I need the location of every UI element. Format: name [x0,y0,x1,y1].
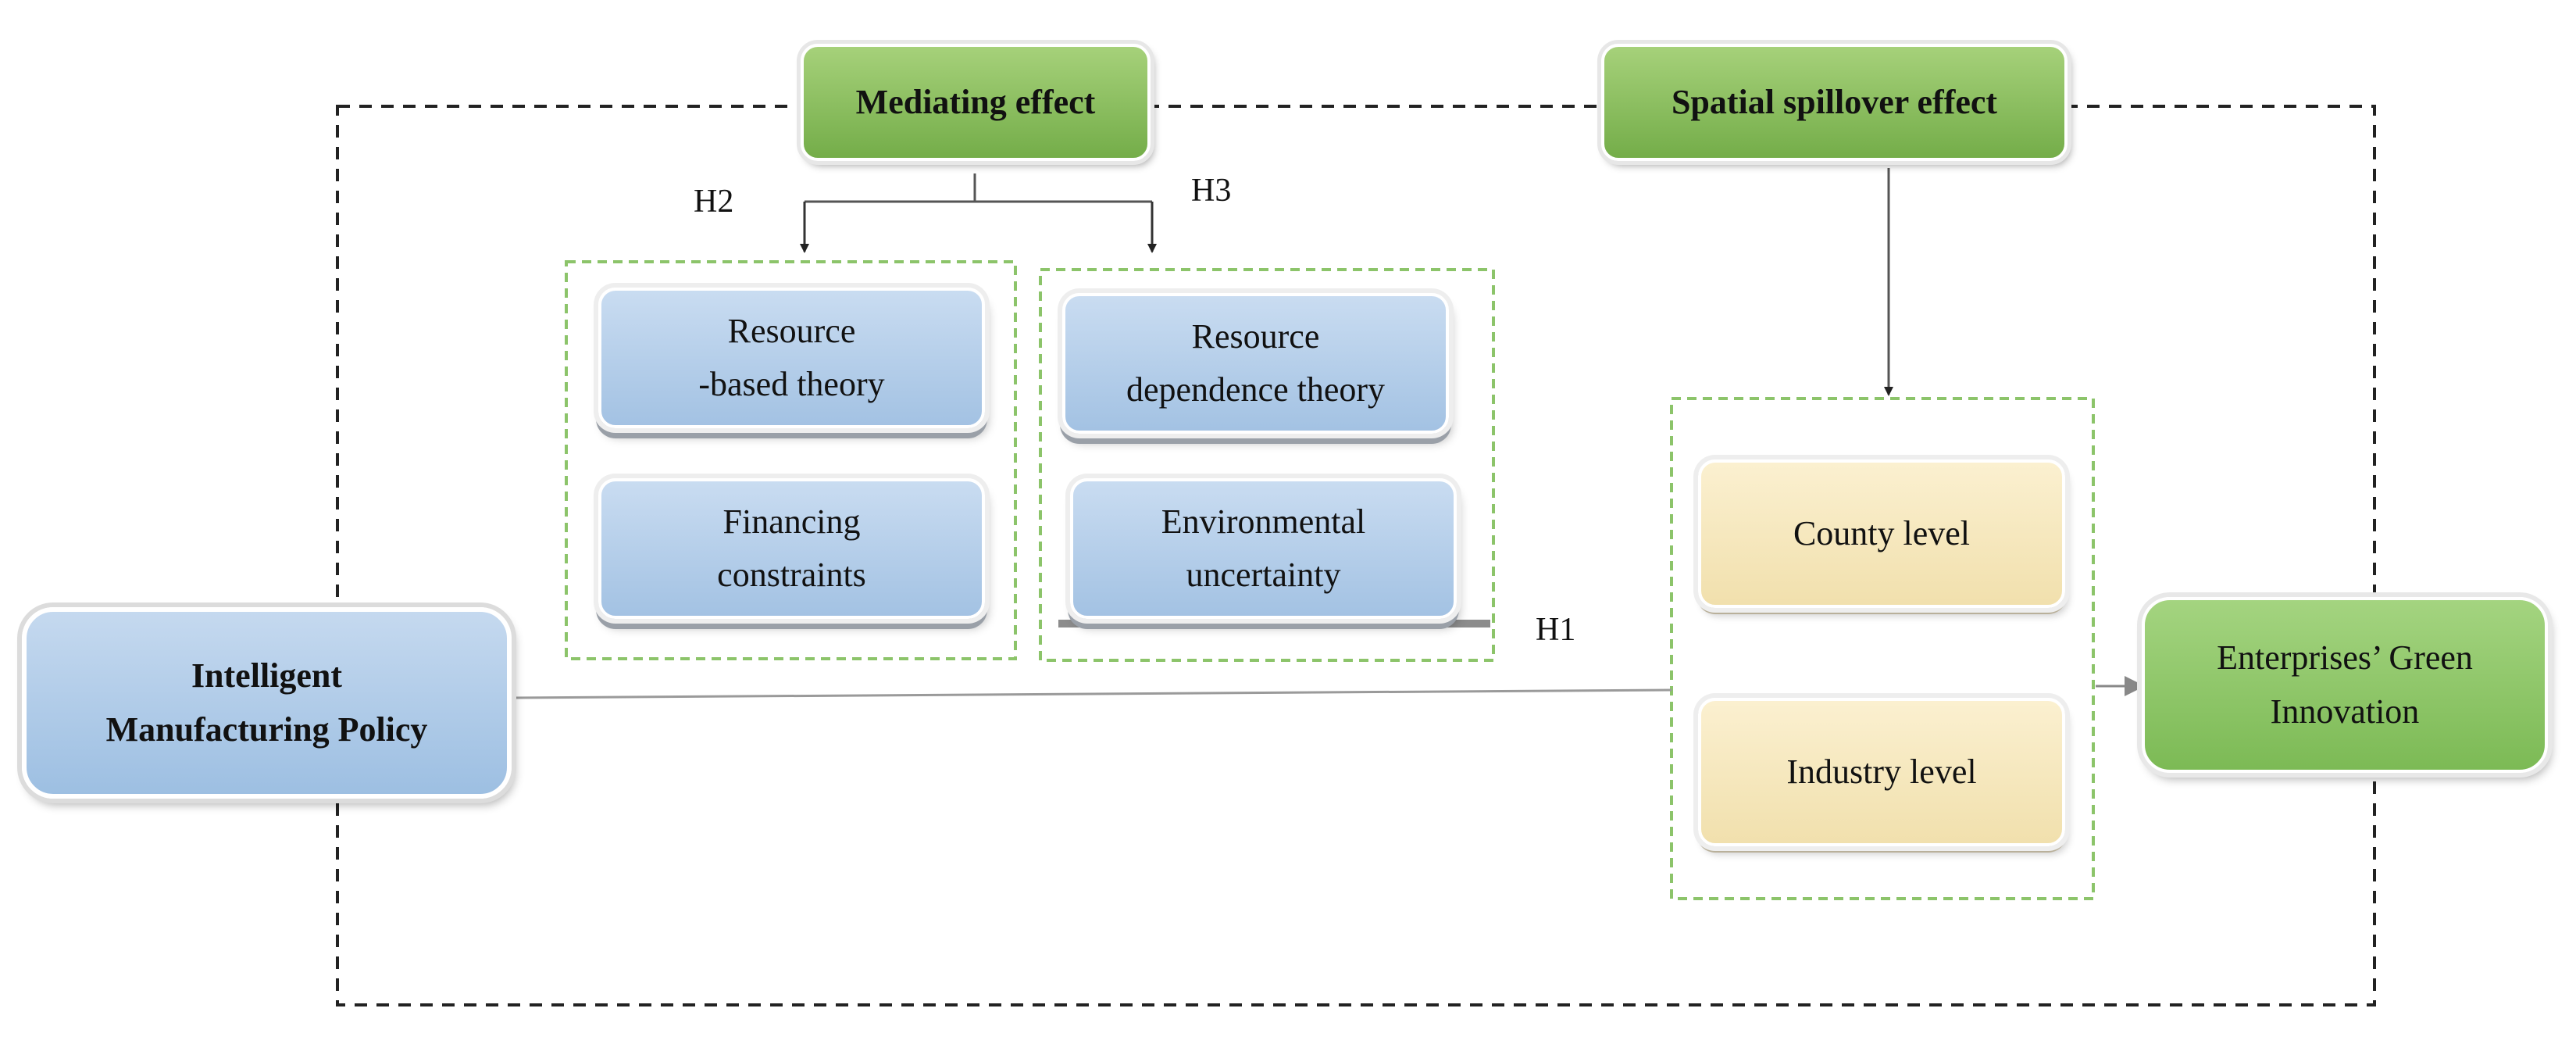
industry-level-node: Industry level [1698,698,2065,846]
environmental-uncertainty-node: Environmental uncertainty [1070,478,1457,619]
resource-dependence-theory-node: Resource dependence theory [1062,293,1449,434]
spatial-spillover-node: Spatial spillover effect [1601,44,2068,161]
main-path-line [511,688,1672,699]
mediator-group-right [1039,268,1495,662]
financing-constraints-node: Financing constraints [598,478,985,619]
mediating-branch-connector [805,173,1152,203]
enterprises-green-innovation-node: Enterprises’ Green Innovation [2142,597,2548,773]
intelligent-manufacturing-policy-node: Intelligent Manufacturing Policy [22,607,512,799]
county-level-node: County level [1698,459,2065,608]
outer-dashed-frame [336,105,2376,1006]
mediator-group-left [565,260,1017,660]
h1-label: H1 [1536,612,1576,648]
h3-label: H3 [1191,173,1232,209]
mediating-effect-node: Mediating effect [801,44,1151,161]
resource-based-theory-node: Resource -based theory [598,288,985,428]
spillover-group [1670,397,2095,900]
h2-label: H2 [694,184,734,220]
